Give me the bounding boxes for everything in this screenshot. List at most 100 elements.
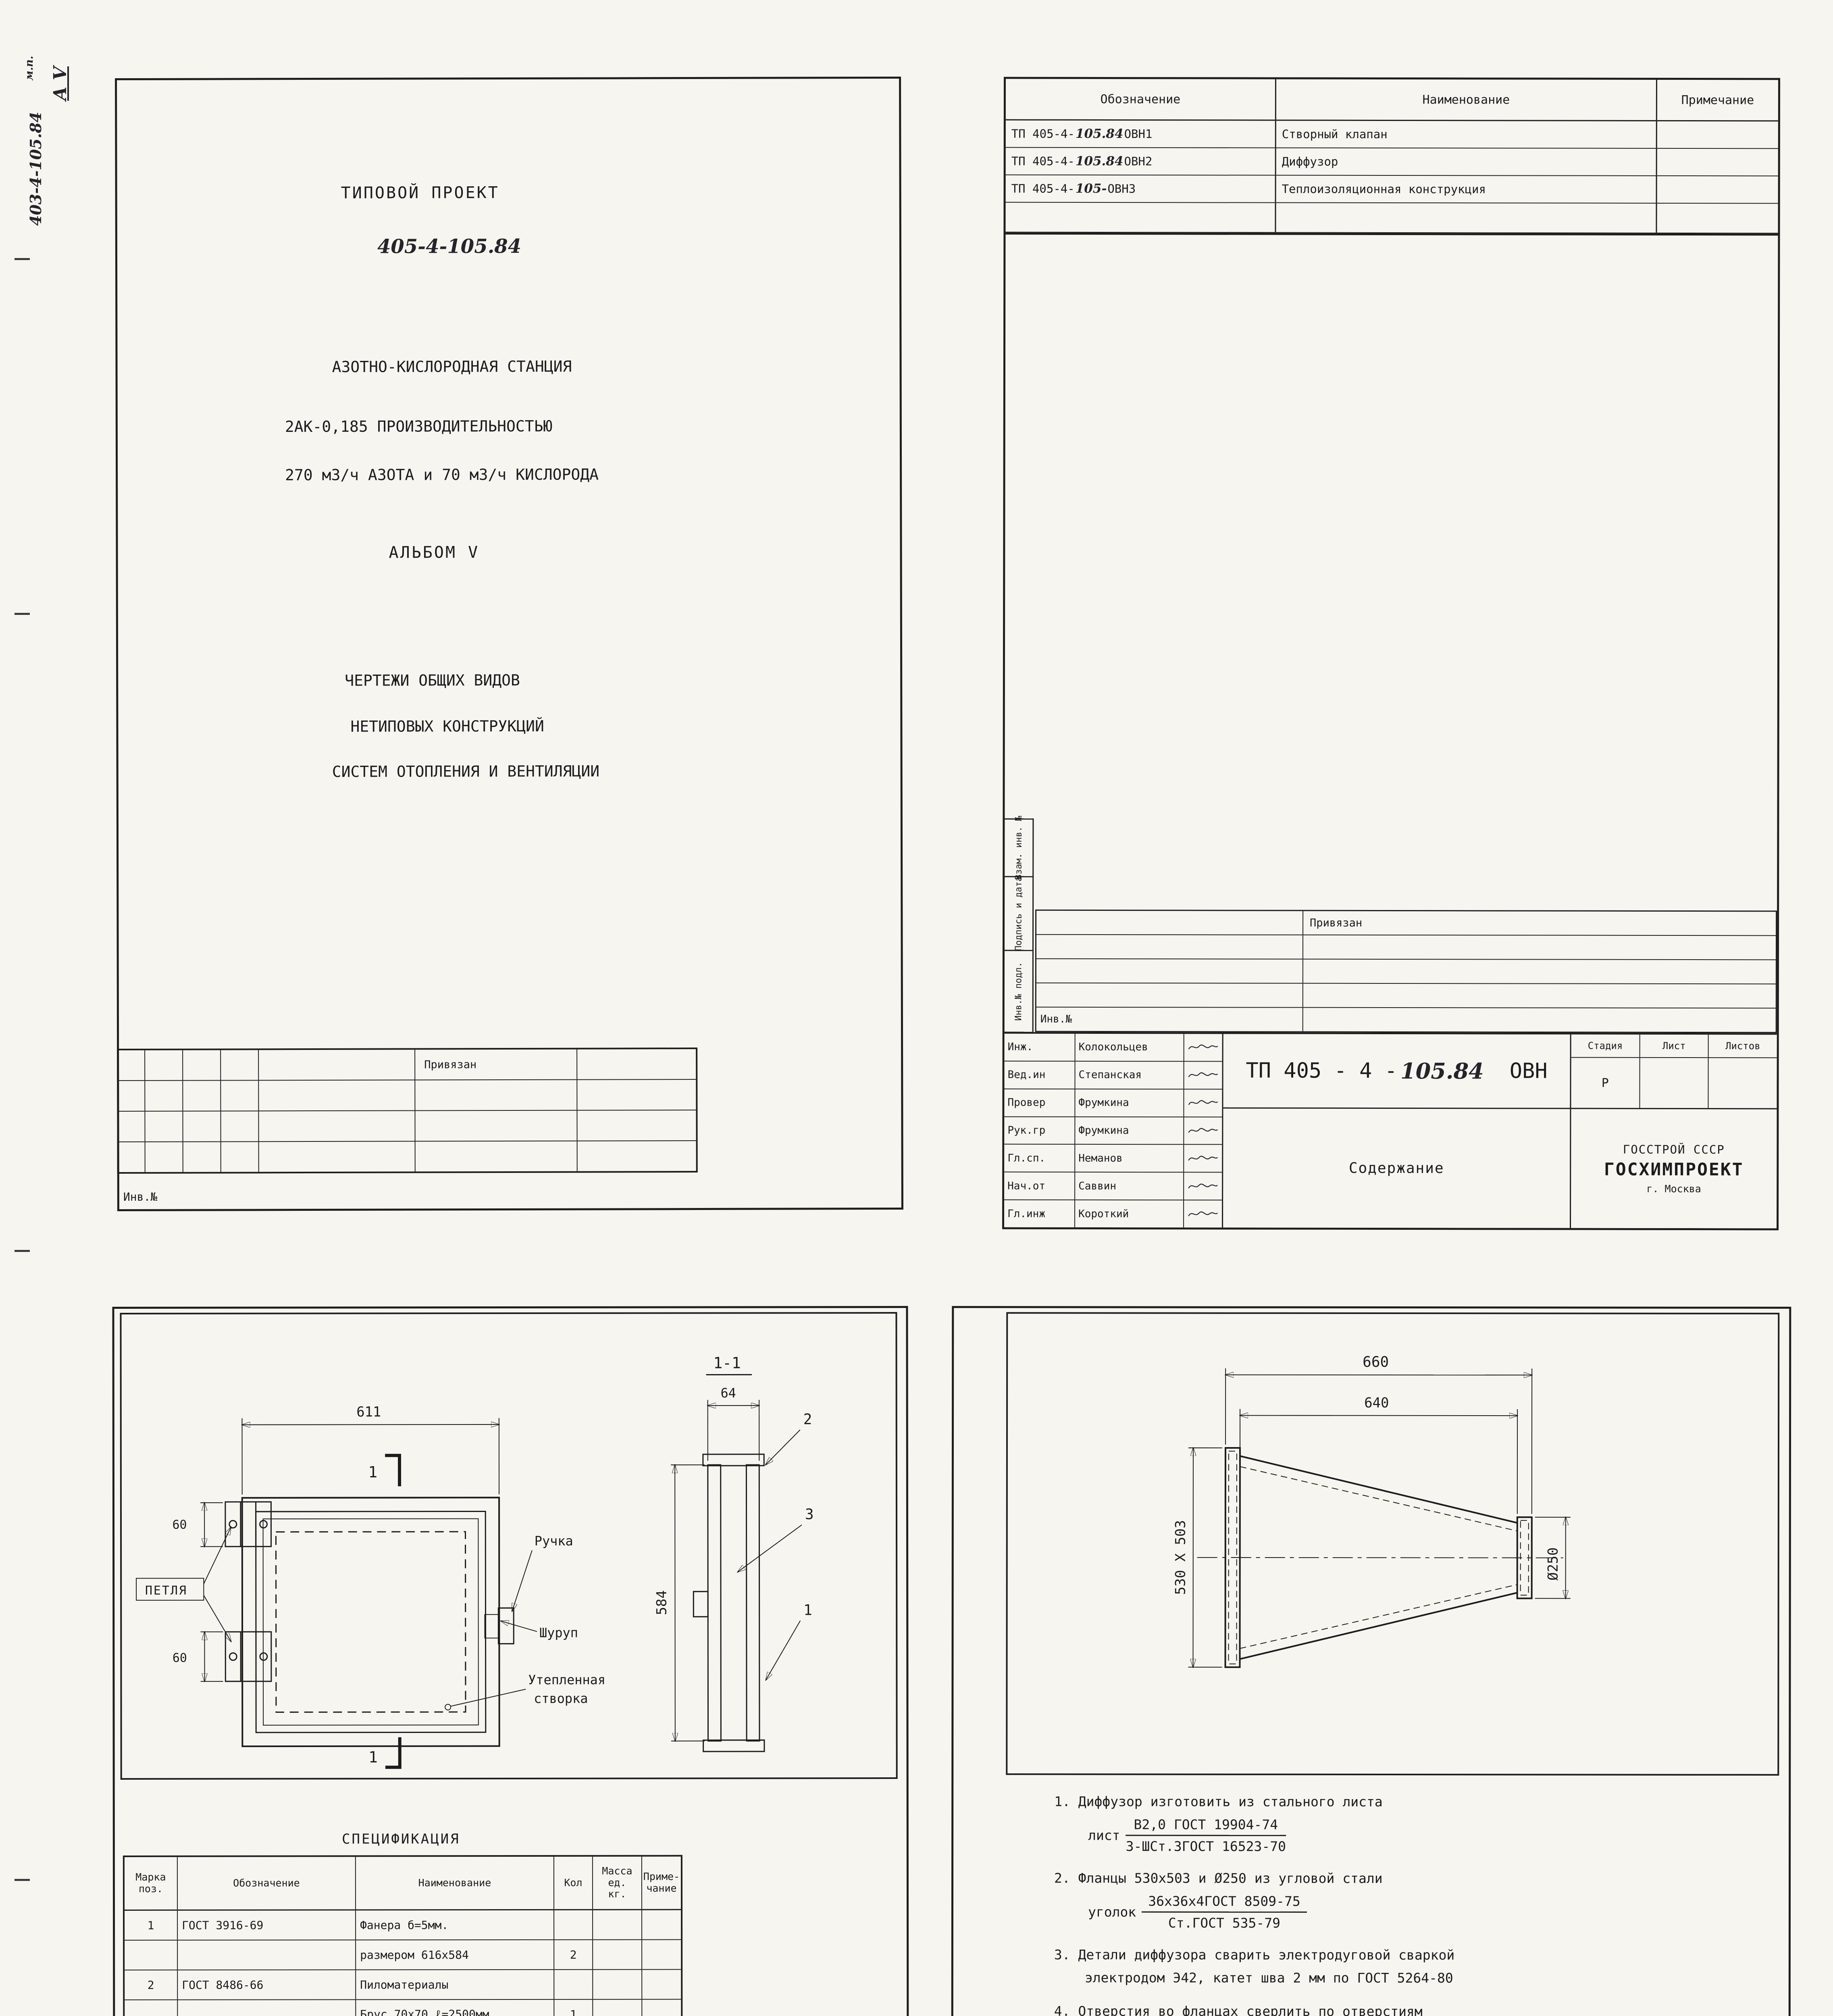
registration-tick — [15, 1250, 30, 1252]
technical-notes: 1. Диффузор изготовить из стального лист… — [1054, 1793, 1772, 2016]
spec-header-qty: Кол — [554, 1856, 593, 1909]
document-designation: ТП 405-4-105-ОВН3 — [1005, 175, 1276, 202]
contents-description-line2: НЕТИПОВЫХ КОНСТРУКЦИЙ — [350, 717, 544, 735]
title-page-sheet: ТИПОВОЙ ПРОЕКТ 405-4-105.84 АЗОТНО-КИСЛО… — [115, 76, 903, 1212]
inventory-number-label: Инв.№ — [1036, 1007, 1303, 1031]
signature-scribble — [1184, 1145, 1222, 1172]
sheet-title-cell: Содержание — [1348, 1160, 1444, 1177]
side-label-vzam: Взам. инв. № — [1005, 816, 1034, 880]
dim-thickness-text: 64 — [720, 1385, 736, 1401]
spec-cell-mark: 1 — [125, 1910, 178, 1940]
project-type-heading: ТИПОВОЙ ПРОЕКТ — [341, 183, 499, 202]
note-2-lead: уголок — [1088, 1904, 1136, 1920]
label-handle: Ручка — [535, 1533, 573, 1549]
signature-name: Фрумкина — [1075, 1117, 1184, 1144]
dim-left-flange-text: 530 X 503 — [1173, 1520, 1189, 1595]
spec-cell-note — [642, 1910, 681, 1939]
cut-mark-bottom: 1 — [368, 1748, 378, 1766]
signature-scribble — [1184, 1117, 1222, 1144]
spec-cell-designation: ГОСТ 8486-66 — [178, 1970, 356, 1999]
spec-cell-mark: 2 — [125, 1970, 178, 2000]
stamp-table-row — [119, 1110, 696, 1143]
document-note — [1657, 149, 1778, 175]
signature-scribble — [1184, 1200, 1222, 1227]
note-2-line1: 2. Фланцы 530х503 и Ø250 из угловой стал… — [1054, 1870, 1383, 1887]
specification-row: 2 ГОСТ 8486-66 Пиломатериалы — [125, 1970, 681, 2001]
signature-name: Неманов — [1075, 1145, 1184, 1172]
margin-handwriting-album: А V — [50, 66, 71, 101]
signature-name: Фрумкина — [1075, 1089, 1184, 1116]
plan-dimensions — [200, 1418, 499, 1681]
station-title-line3: 270 м3/ч АЗОТА и 70 м3/ч КИСЛОРОДА — [285, 465, 599, 484]
org-line3: г. Москва — [1646, 1183, 1701, 1195]
spec-cell-mark — [125, 2000, 178, 2016]
registration-tick — [15, 613, 30, 615]
valve-plan-view — [241, 1497, 500, 1747]
spec-cell-designation — [178, 1940, 356, 1970]
stamp-right-column: Стадия Лист Листов Р ГОССТРОЙ СССР ГОСХИ… — [1571, 1034, 1777, 1229]
stamp-upper-table: Привязан Инв.№ — [1035, 909, 1777, 1033]
note-1-lead: лист — [1088, 1827, 1120, 1843]
spec-cell-mass — [593, 1999, 643, 2016]
signature-scribble — [1184, 1034, 1222, 1061]
valve-section-view — [693, 1454, 765, 1752]
signature-name: Колокольцев — [1075, 1033, 1184, 1061]
album-heading: АЛЬБОМ V — [389, 543, 480, 562]
spec-cell-qty — [554, 1970, 593, 1999]
spec-cell-mass — [593, 1970, 643, 1999]
note-2-gost-fraction: 36х36х4ГОСТ 8509-75 Ст.ГОСТ 535-79 — [1142, 1893, 1307, 1931]
spec-cell-name: размером 616х584 — [356, 1940, 555, 1970]
stage-table: Стадия Лист Листов Р — [1571, 1034, 1777, 1110]
document-title: Теплоизоляционная конструкция — [1276, 175, 1657, 203]
signature-name: Саввин — [1075, 1173, 1184, 1200]
note-1-gost-fraction: В2,0 ГОСТ 19904-74 3-ШСт.3ГОСТ 16523-70 — [1126, 1816, 1286, 1854]
spec-cell-designation: ГОСТ 3916-69 — [178, 1910, 356, 1940]
dim-hinge-bottom-text: 60 — [173, 1651, 187, 1665]
stamp-note-label: Привязан — [424, 1058, 477, 1071]
stamp-table-row: Привязан — [119, 1049, 696, 1081]
header-note: Примечание — [1681, 93, 1754, 107]
note-1-material: лист В2,0 ГОСТ 19904-74 3-ШСт.3ГОСТ 1652… — [1088, 1816, 1772, 1854]
cut-mark-top: 1 — [368, 1463, 377, 1481]
valve-drawing: 611 60 60 1 1 — [136, 1354, 814, 1769]
spec-header-name: Наименование — [356, 1856, 555, 1910]
spec-header-mass: Масса ед. кг. — [593, 1856, 643, 1909]
spec-header-designation: Обозначение — [177, 1857, 356, 1910]
sheets-value — [1709, 1058, 1777, 1108]
part-reference-leaders — [737, 1429, 802, 1680]
stamp-table-row — [119, 1141, 696, 1173]
dim-hinge-top-text: 60 — [172, 1518, 187, 1532]
spec-cell-qty: 2 — [554, 1940, 593, 1969]
signature-row: Гл.инж Короткий — [1004, 1200, 1222, 1228]
spec-header-mark: Марка поз. — [124, 1857, 178, 1910]
diffuser-dimensions — [1188, 1368, 1571, 1668]
signature-row: Гл.сп. Неманов — [1004, 1145, 1222, 1173]
note-1-line1: 1. Диффузор изготовить из стального лист… — [1054, 1793, 1383, 1810]
part-ref-2: 2 — [803, 1411, 812, 1428]
document-note — [1657, 176, 1778, 203]
specification-row: 1 ГОСТ 3916-69 Фанера б=5мм. — [125, 1910, 681, 1941]
part-ref-3: 3 — [805, 1506, 814, 1523]
signature-role: Гл.инж — [1004, 1200, 1076, 1227]
dim-width-text: 611 — [356, 1404, 381, 1420]
spec-header-note: Приме- чание — [643, 1870, 680, 1894]
title-page-stamp-table: Привязан — [117, 1048, 698, 1174]
dim-height-text: 584 — [654, 1590, 670, 1615]
note-4-line1: 4. Отверстия во фланцах сверлить по отве… — [1054, 2003, 1423, 2016]
spec-cell-qty — [554, 1910, 593, 1939]
spec-cell-qty: 1 — [554, 1999, 593, 2016]
frame-side-labels: Взам. инв. № Подпись и дата Инв.№ подл. — [1004, 816, 1034, 1033]
section-title: 1-1 — [713, 1354, 741, 1372]
signature-name: Степанская — [1075, 1061, 1184, 1089]
signature-name: Короткий — [1075, 1200, 1184, 1228]
org-line2: ГОСХИМПРОЕКТ — [1604, 1159, 1744, 1180]
stage-value: Р — [1571, 1058, 1640, 1108]
spec-cell-name: Пиломатериалы — [356, 1970, 555, 1999]
contents-description-line1: ЧЕРТЕЖИ ОБЩИХ ВИДОВ — [345, 671, 520, 689]
station-title-line2: 2АК-0,185 ПРОИЗВОДИТЕЛЬНОСТЬЮ — [285, 417, 553, 436]
